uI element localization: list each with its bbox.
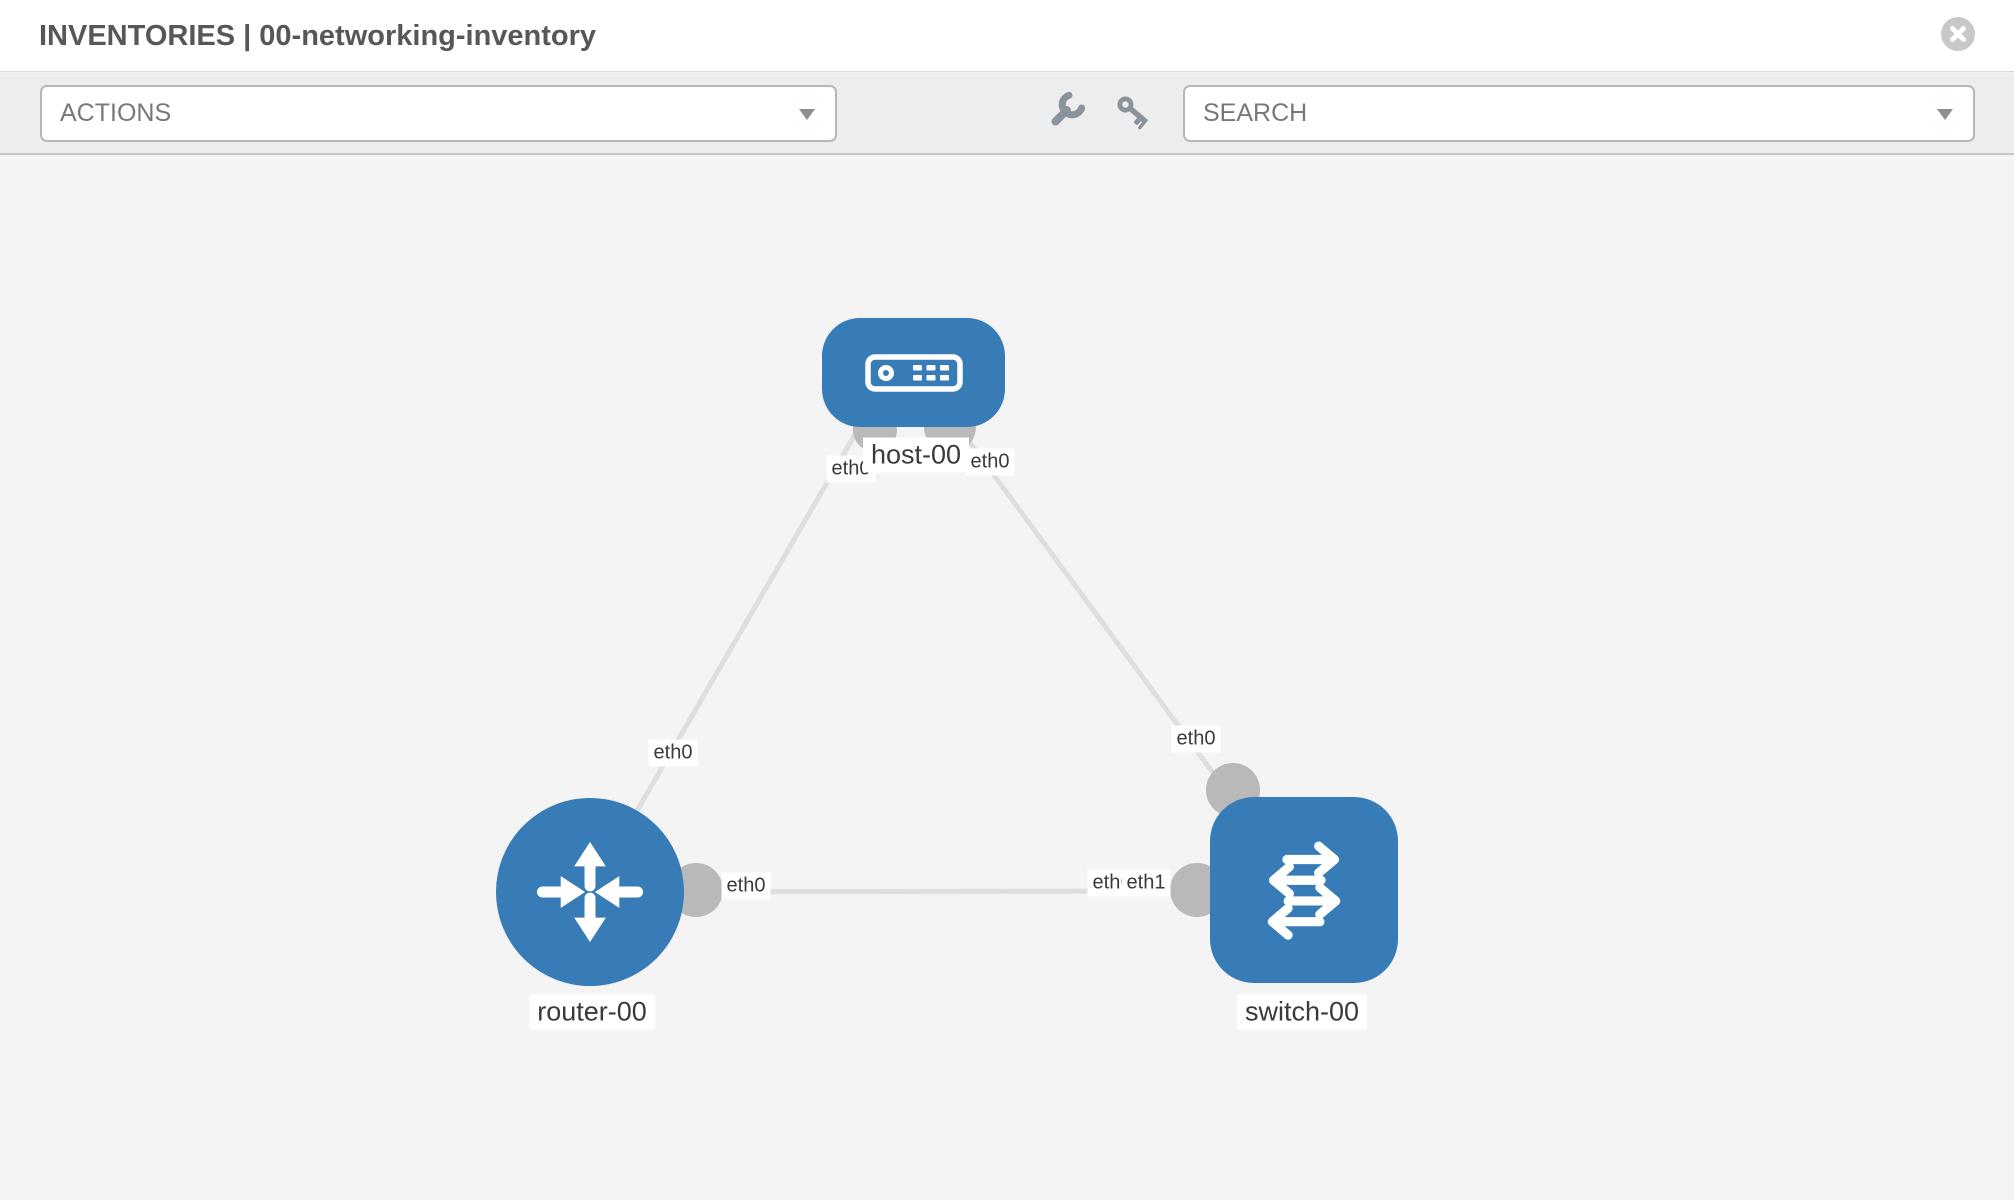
switch-icon — [1267, 841, 1341, 940]
header: INVENTORIES | 00-networking-inventory — [0, 0, 2014, 72]
caret-down-icon — [1937, 108, 1953, 120]
interface-label: eth0 — [965, 448, 1015, 476]
node-label-host: host-00 — [862, 437, 970, 473]
node-router-00[interactable] — [496, 798, 684, 986]
topology-canvas[interactable]: eth0 eth0 eth0 eth0 eth0 eth0 eth1 host-… — [0, 155, 2014, 1200]
close-button[interactable] — [1941, 17, 1975, 51]
interface-label: eth0 — [721, 872, 771, 900]
tools-button[interactable] — [1040, 89, 1088, 137]
node-label-router: router-00 — [529, 994, 655, 1030]
toolbar: ACTIONS SEARCH — [0, 73, 2014, 155]
close-icon — [1950, 26, 1966, 42]
node-host-00[interactable] — [822, 318, 1005, 427]
node-label-switch: switch-00 — [1236, 994, 1368, 1030]
interface-label: eth0 — [648, 739, 698, 767]
actions-dropdown-label: ACTIONS — [60, 99, 172, 127]
interface-label: eth1 — [1121, 869, 1171, 897]
actions-dropdown[interactable]: ACTIONS — [40, 85, 837, 142]
key-icon — [1117, 96, 1149, 130]
interface-label: eth0 — [1171, 725, 1221, 753]
key-button[interactable] — [1110, 89, 1158, 137]
page-title: INVENTORIES | 00-networking-inventory — [39, 20, 597, 52]
host-icon — [864, 353, 963, 392]
wrench-icon — [1051, 91, 1086, 126]
search-placeholder: SEARCH — [1203, 99, 1308, 127]
links-layer — [587, 401, 1260, 917]
router-icon — [536, 841, 644, 943]
node-switch-00[interactable] — [1210, 797, 1398, 983]
caret-down-icon — [799, 108, 815, 120]
search-dropdown[interactable]: SEARCH — [1183, 85, 1975, 142]
